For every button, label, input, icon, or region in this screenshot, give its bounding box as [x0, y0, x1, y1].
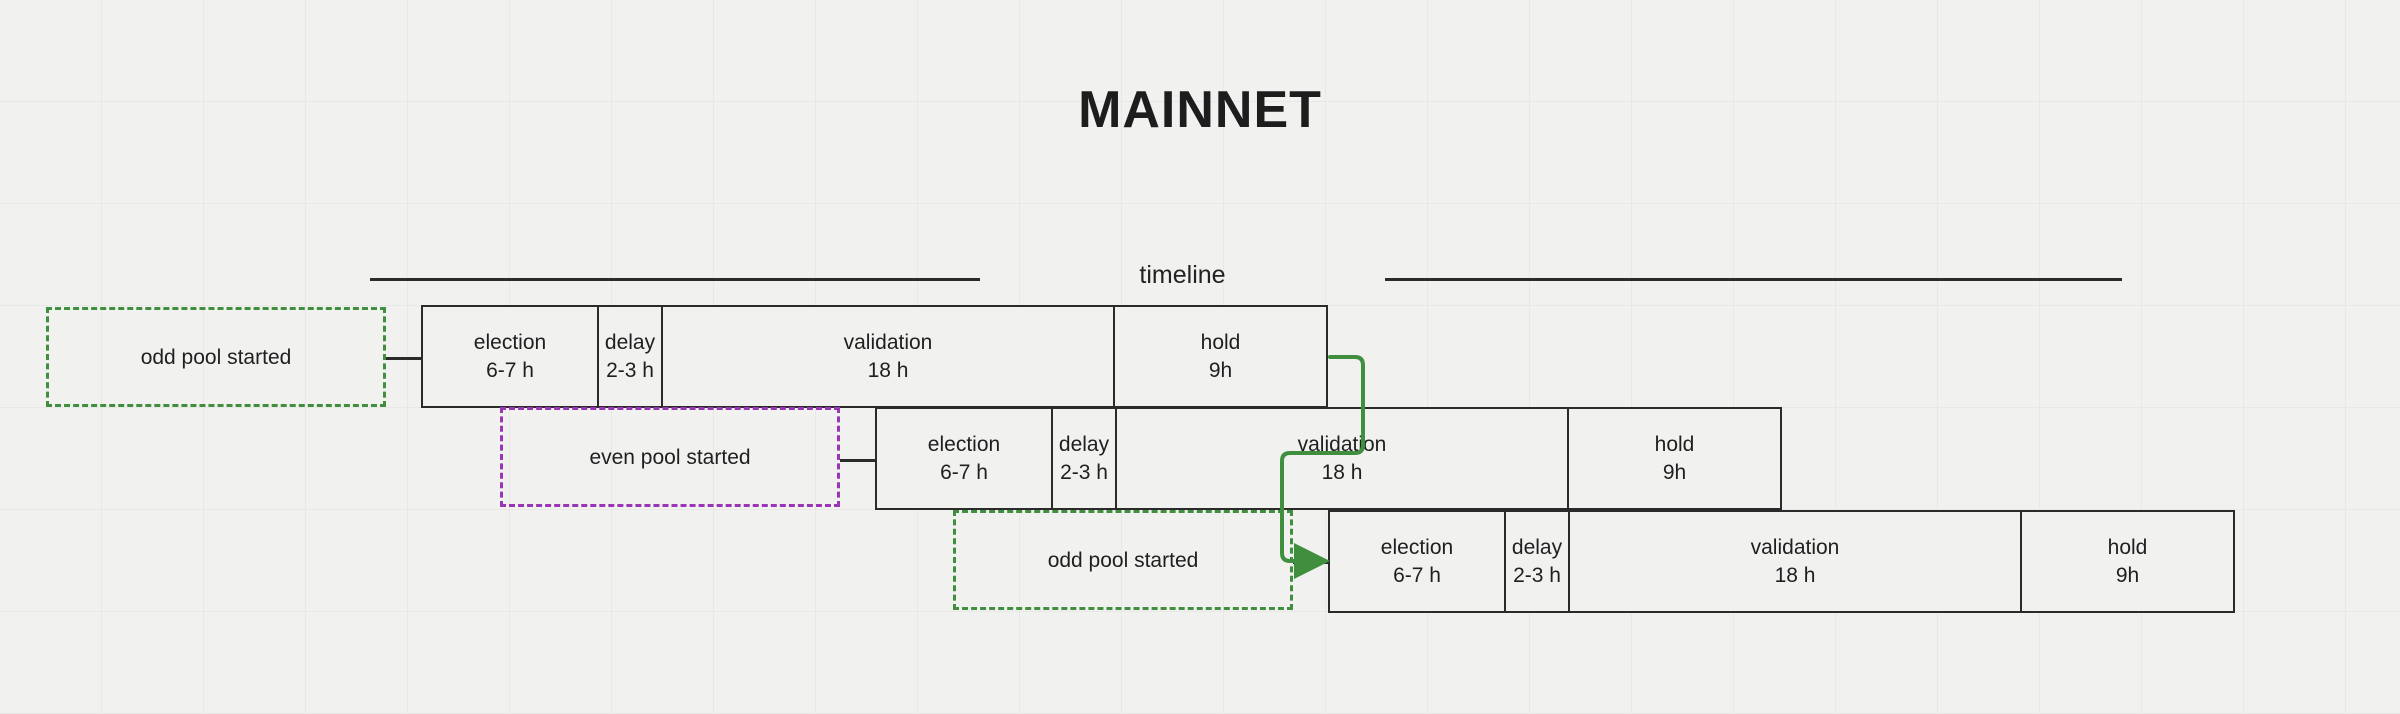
phase-label: validation: [843, 331, 933, 354]
phase-duration: 18 h: [1774, 564, 1816, 587]
phase-cell-delay[interactable]: delay 2-3 h: [1504, 510, 1570, 613]
phase-duration: 9h: [2115, 564, 2140, 587]
note-label: odd pool started: [1047, 548, 1199, 572]
phase-label: election: [473, 331, 547, 354]
phase-label: validation: [1750, 536, 1840, 559]
connector-note-to-row-1: [386, 357, 423, 360]
connector-note-to-row-2: [840, 459, 877, 462]
phase-duration: 6-7 h: [486, 359, 534, 382]
note-label: even pool started: [589, 445, 751, 469]
phase-duration: 2-3 h: [1513, 564, 1561, 587]
phase-cell-hold[interactable]: hold 9h: [2020, 510, 2235, 613]
phase-row-1: election 6-7 h delay 2-3 h validation 18…: [421, 305, 1328, 408]
phase-cell-election[interactable]: election 6-7 h: [875, 407, 1053, 510]
phase-label: delay: [1511, 536, 1563, 559]
note-odd-pool-started-2: odd pool started: [953, 510, 1293, 610]
note-even-pool-started: even pool started: [500, 407, 840, 507]
phase-cell-validation[interactable]: validation 18 h: [1568, 510, 2022, 613]
page-title: MAINNET: [1078, 81, 1322, 139]
phase-duration: 18 h: [867, 359, 909, 382]
note-odd-pool-started-1: odd pool started: [46, 307, 386, 407]
phase-cell-validation[interactable]: validation 18 h: [1115, 407, 1569, 510]
phase-duration: 9h: [1662, 461, 1687, 484]
phase-label: validation: [1297, 433, 1387, 456]
phase-cell-hold[interactable]: hold 9h: [1113, 305, 1328, 408]
phase-cell-hold[interactable]: hold 9h: [1567, 407, 1782, 510]
phase-cell-election[interactable]: election 6-7 h: [1328, 510, 1506, 613]
phase-label: election: [927, 433, 1001, 456]
phase-cell-delay[interactable]: delay 2-3 h: [597, 305, 663, 408]
phase-label: delay: [604, 331, 656, 354]
phase-duration: 2-3 h: [606, 359, 654, 382]
timeline-axis-label: timeline: [1139, 261, 1226, 289]
phase-row-3: election 6-7 h delay 2-3 h validation 18…: [1328, 510, 2235, 613]
phase-label: delay: [1058, 433, 1110, 456]
phase-label: hold: [1654, 433, 1695, 456]
phase-label: election: [1380, 536, 1454, 559]
note-label: odd pool started: [140, 345, 292, 369]
phase-cell-validation[interactable]: validation 18 h: [661, 305, 1115, 408]
phase-cell-election[interactable]: election 6-7 h: [421, 305, 599, 408]
phase-duration: 6-7 h: [940, 461, 988, 484]
phase-label: hold: [2107, 536, 2148, 559]
connector-note-to-row-3: [1293, 561, 1330, 564]
phase-duration: 9h: [1208, 359, 1233, 382]
phase-duration: 18 h: [1321, 461, 1363, 484]
phase-cell-delay[interactable]: delay 2-3 h: [1051, 407, 1117, 510]
phase-row-2: election 6-7 h delay 2-3 h validation 18…: [875, 407, 1782, 510]
phase-label: hold: [1200, 331, 1241, 354]
timeline-axis-left: [370, 278, 980, 281]
phase-duration: 2-3 h: [1060, 461, 1108, 484]
phase-duration: 6-7 h: [1393, 564, 1441, 587]
timeline-axis-right: [1385, 278, 2122, 281]
